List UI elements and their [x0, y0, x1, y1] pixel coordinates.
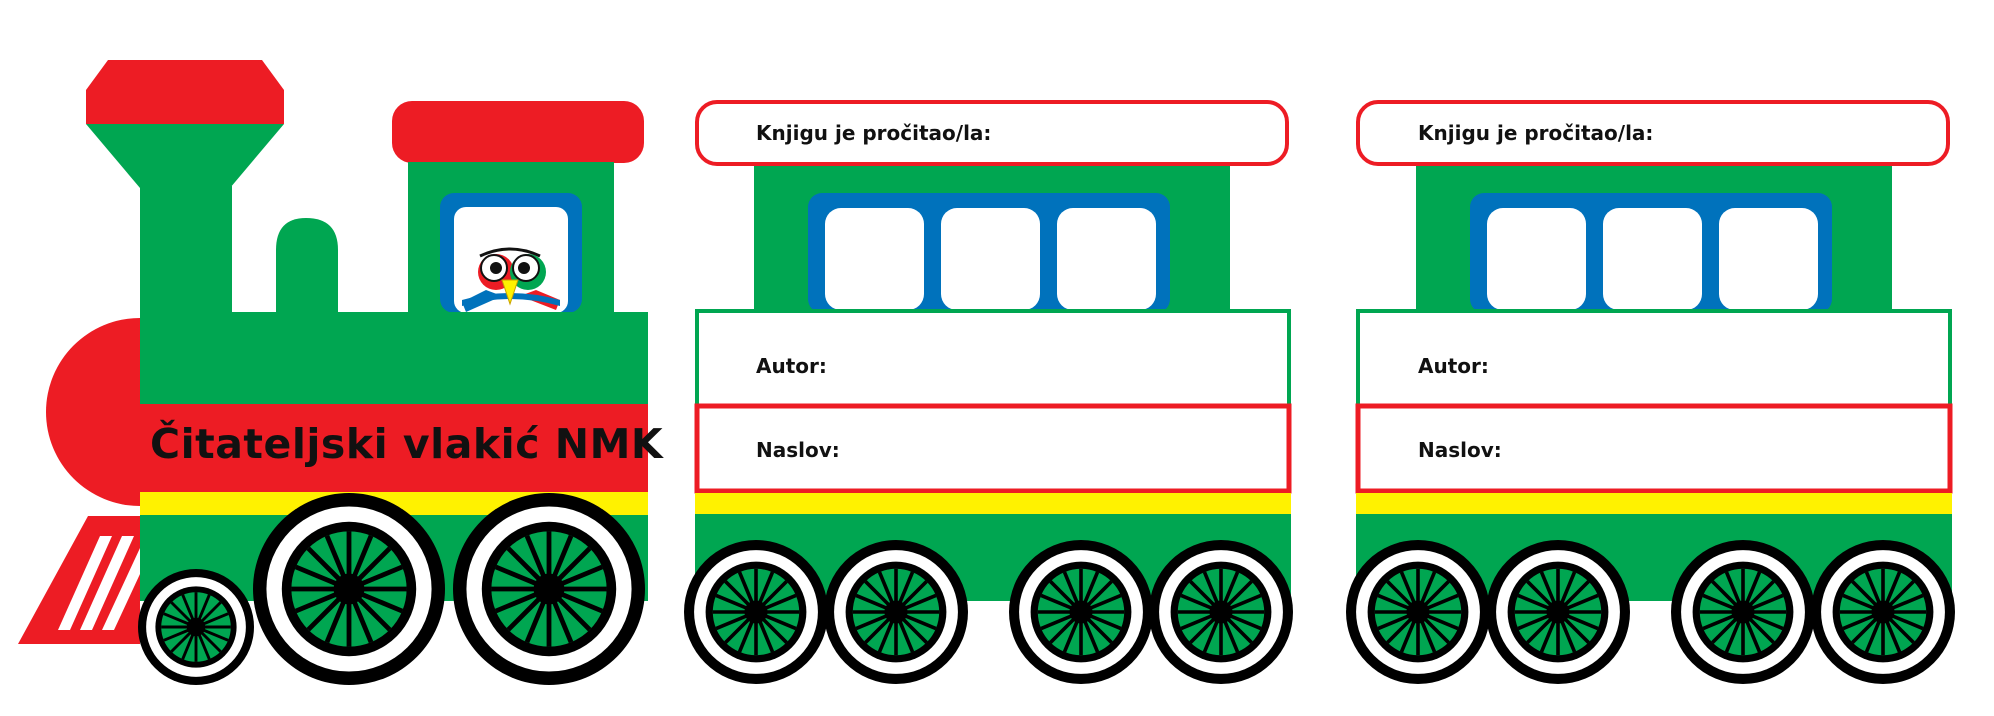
wagon-1-reader-box [695, 100, 1289, 166]
wagon-2-wheel [1811, 540, 1955, 684]
wagon-1-wheel [684, 540, 828, 684]
wagon-2-title-box [1355, 403, 1953, 494]
wagon-2-title-label: Naslov: [1418, 438, 1502, 462]
wagon-1-author-box [695, 309, 1291, 408]
wagon-1-wheel [1009, 540, 1153, 684]
steam-dome [276, 218, 338, 312]
wagon-1-window [941, 208, 1040, 310]
wagon-2-reader-box [1356, 100, 1950, 166]
engine-front-wheel [138, 569, 254, 685]
wagon-2-author-label: Autor: [1418, 354, 1489, 378]
wagon-1-reader-label: Knjigu je pročitao/la: [756, 121, 992, 145]
wagon-1-wheel [1149, 540, 1293, 684]
cow-catcher [18, 516, 140, 644]
wagon-2-window [1487, 208, 1586, 310]
wagon-1-author-label: Autor: [756, 354, 827, 378]
wagon-2-window [1719, 208, 1818, 310]
engine-title: Čitateljski vlakić NMK [150, 420, 664, 468]
wheels [138, 493, 1955, 685]
cab-roof [392, 101, 644, 163]
owl-mascot [462, 247, 560, 312]
wagon-2-author-box [1356, 309, 1952, 408]
wagon-1-window [825, 208, 924, 310]
boiler-red-band [140, 404, 648, 492]
wagon-2-yellow-stripe [1356, 493, 1952, 514]
wagon-2-wheel [1671, 540, 1815, 684]
chimney [86, 60, 284, 316]
wagon-2-reader-label: Knjigu je pročitao/la: [1418, 121, 1654, 145]
boiler [140, 312, 648, 404]
wagon-1 [694, 100, 1292, 601]
engine-drive-wheel [453, 493, 645, 685]
wagon-1-title-box [694, 403, 1292, 494]
wagon-2-wheel [1486, 540, 1630, 684]
wagon-2-wheel [1346, 540, 1490, 684]
wagon-1-window [1057, 208, 1156, 310]
wagon-2 [1355, 100, 1953, 601]
wagon-2-window [1603, 208, 1702, 310]
cab-window [454, 207, 568, 313]
wagon-1-title-label: Naslov: [756, 438, 840, 462]
wagon-1-yellow-stripe [695, 493, 1291, 514]
wagon-1-wheel [824, 540, 968, 684]
engine-drive-wheel [253, 493, 445, 685]
